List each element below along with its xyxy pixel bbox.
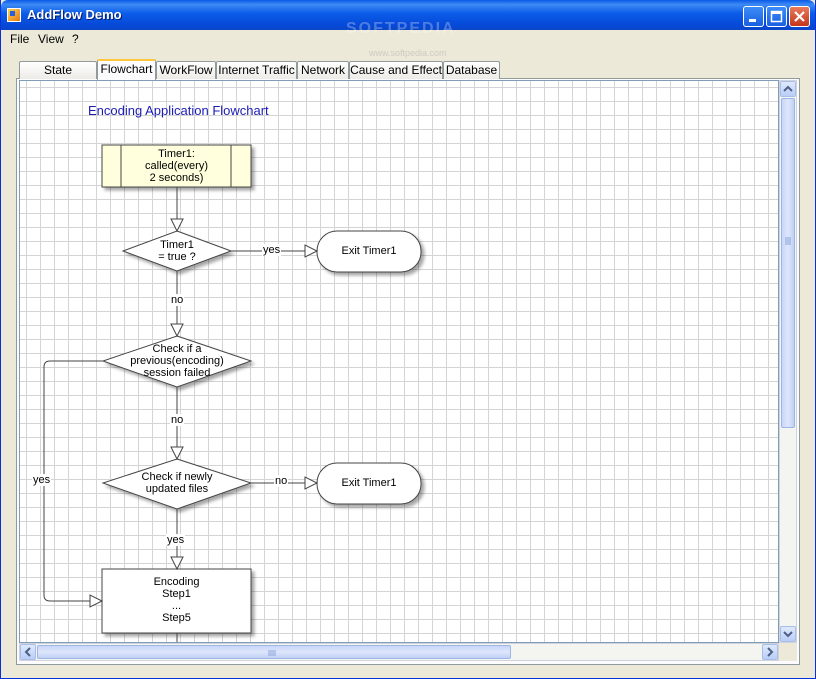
arrow-failed-to-encoding (89, 594, 104, 608)
flowchart-canvas[interactable]: Encoding Application Flowchart Timer1: c… (19, 80, 779, 643)
flowchart-diagram (43, 144, 422, 642)
grip-icon (268, 650, 276, 656)
timer-node-text: Timer1: called(every) 2 seconds) (145, 148, 208, 184)
tab-workflow[interactable]: WorkFlow (156, 61, 216, 79)
edge-label-yes-encoding: yes (166, 534, 186, 546)
arrow-timer-to-decision (170, 218, 184, 233)
tab-database[interactable]: Database (443, 61, 500, 79)
menu-file[interactable]: File (10, 32, 30, 46)
horizontal-scrollbar[interactable] (19, 643, 779, 661)
tab-flowchart[interactable]: Flowchart (97, 59, 156, 80)
scroll-left-button[interactable] (20, 644, 36, 660)
exit-timer-1-text: Exit Timer1 (341, 245, 397, 257)
grip-icon (785, 237, 791, 245)
arrow-files-to-exit2 (304, 476, 319, 490)
tab-state-diagram[interactable]: State Diagram (19, 61, 97, 94)
tab-network[interactable]: Network (297, 61, 349, 79)
encoding-node-text: Encoding Step1 ... Step5 (153, 576, 200, 624)
menu-bar: File View ? (1, 30, 815, 49)
edge-label-yes-left: yes (32, 474, 52, 486)
menu-help[interactable]: ? (72, 32, 79, 46)
arrow-files-to-encoding (170, 556, 184, 571)
edge-label-no-2: no (170, 414, 185, 426)
chevron-right-icon (767, 647, 774, 657)
updated-files-text: Check if newly updated files (141, 471, 213, 495)
exit-timer-2-text: Exit Timer1 (341, 477, 397, 489)
scroll-right-button[interactable] (762, 644, 778, 660)
flowchart-title: Encoding Application Flowchart (88, 103, 269, 118)
arrow-failed-to-files (170, 446, 184, 461)
edge-label-no-exit2: no (274, 475, 289, 487)
menu-view[interactable]: View (38, 32, 64, 46)
timer-decision-text: Timer1 = true ? (158, 239, 196, 263)
title-bar[interactable]: AddFlow Demo SOFTPEDIA (1, 0, 815, 37)
chevron-left-icon (24, 647, 31, 657)
app-icon[interactable] (7, 8, 21, 22)
vertical-scrollbar[interactable] (779, 80, 797, 643)
edge-failed-to-encoding (43, 360, 103, 602)
tab-internet-traffic[interactable]: Internet Traffic (216, 61, 297, 79)
edge-label-yes-exit1: yes (262, 244, 282, 256)
timer-process-node[interactable] (101, 144, 252, 188)
maximize-button[interactable] (766, 6, 787, 27)
arrow-decision-to-exit1 (304, 244, 319, 258)
window-title: AddFlow Demo (27, 7, 122, 22)
failed-session-text: Check if a previous(encoding) session fa… (130, 343, 224, 379)
scrollbar-corner (779, 643, 797, 661)
tab-cause-and-effect[interactable]: Cause and Effect (349, 61, 443, 79)
encoding-process-node[interactable] (101, 568, 252, 634)
scroll-down-button[interactable] (780, 626, 796, 642)
edge-label-no-1: no (170, 294, 185, 306)
horizontal-scroll-thumb[interactable] (37, 645, 511, 659)
minimize-button[interactable] (743, 6, 764, 27)
close-button[interactable] (789, 6, 810, 27)
chevron-up-icon (783, 85, 793, 92)
scroll-up-button[interactable] (780, 81, 796, 97)
watermark-subtitle: www.softpedia.com (369, 48, 447, 58)
watermark: SOFTPEDIA (346, 20, 456, 37)
chevron-down-icon (783, 631, 793, 638)
arrow-decision-to-failed (170, 323, 184, 338)
vertical-scroll-thumb[interactable] (781, 98, 795, 428)
